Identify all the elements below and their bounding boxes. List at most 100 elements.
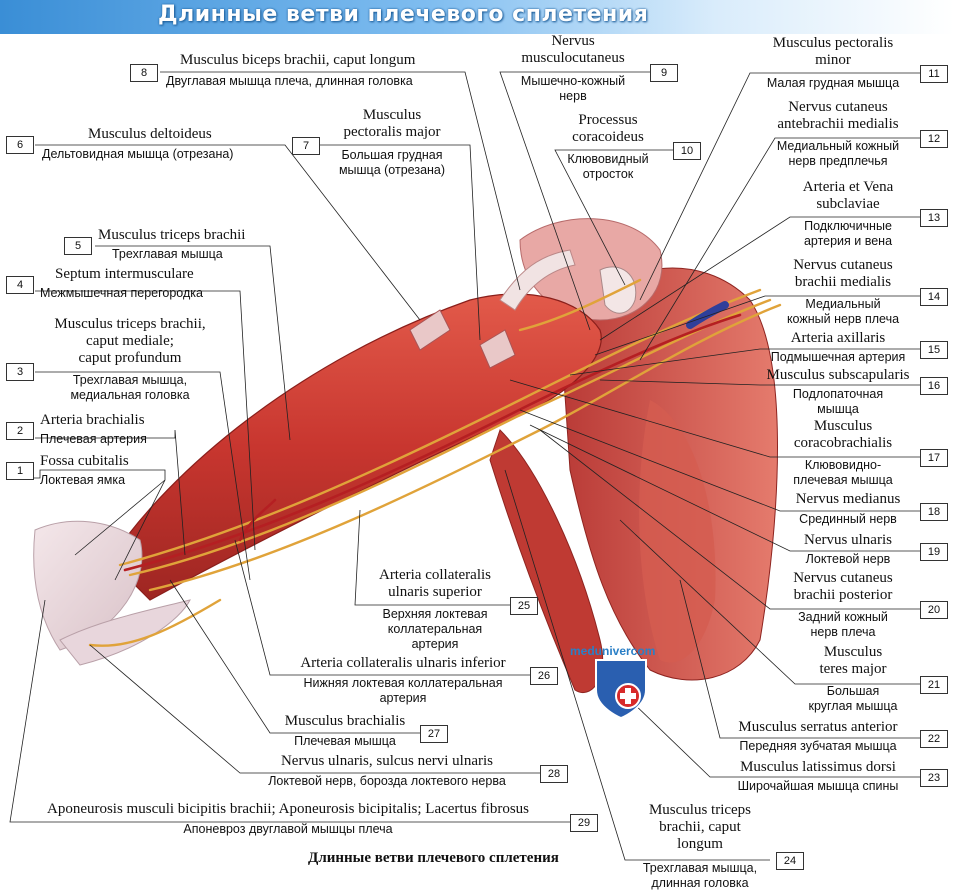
label-number: 5 <box>64 237 92 255</box>
label-number: 14 <box>920 288 948 306</box>
label-latin: Musculus triceps brachii, caput mediale;… <box>54 316 206 366</box>
label-number: 20 <box>920 601 948 619</box>
label-russian: Нижняя локтевая коллатеральная артерия <box>303 676 503 705</box>
pectoral-stump <box>479 329 516 369</box>
label-russian: Передняя зубчатая мышца <box>739 739 897 753</box>
elbow-aponeurosis <box>59 599 191 666</box>
label-latin: Septum intermusculare <box>55 266 194 282</box>
label-russian: Локтевой нерв <box>805 552 891 566</box>
label-russian: Дельтовидная мышца (отрезана) <box>42 147 234 161</box>
label-number: 29 <box>570 814 598 832</box>
label-russian: Малая грудная мышца <box>766 76 900 90</box>
label-latin: Nervus cutaneus brachii posterior <box>793 570 893 603</box>
label-number: 22 <box>920 730 948 748</box>
label-russian: Медиальный кожный нерв плеча <box>786 297 900 326</box>
label-number: 7 <box>292 137 320 155</box>
label-number: 13 <box>920 209 948 227</box>
label-number: 3 <box>6 363 34 381</box>
label-russian: Плечевая артерия <box>40 432 147 446</box>
label-latin: Musculus coracobrachialis <box>793 418 893 451</box>
serratus-anterior <box>639 400 716 663</box>
label-russian: Трехглавая мышца, медиальная головка <box>70 373 190 402</box>
label-russian: Медиальный кожный нерв предплечья <box>776 139 900 168</box>
label-latin: Arteria et Vena subclaviae <box>802 179 894 212</box>
deltoid-stump <box>409 309 451 351</box>
label-number: 26 <box>530 667 558 685</box>
label-number: 16 <box>920 377 948 395</box>
label-number: 11 <box>920 65 948 83</box>
arteries <box>123 313 742 572</box>
figure-caption: Длинные ветви плечевого сплетения <box>308 850 559 866</box>
label-latin: Musculus brachialis <box>284 713 406 729</box>
label-russian: Задний кожный нерв плеча <box>798 610 888 639</box>
label-russian: Клювовидно- плечевая мышца <box>793 458 893 487</box>
label-number: 19 <box>920 543 948 561</box>
label-latin: Musculus pectoralis minor <box>772 35 894 68</box>
label-number: 27 <box>420 725 448 743</box>
label-number: 10 <box>673 142 701 160</box>
label-number: 28 <box>540 765 568 783</box>
label-latin: Musculus teres major <box>819 644 887 677</box>
label-number: 15 <box>920 341 948 359</box>
forearm-fascia <box>33 520 143 651</box>
banner-title: Длинные ветви плечевого сплетения <box>158 2 649 27</box>
label-russian: Локтевой нерв, борозда локтевого нерва <box>268 774 506 788</box>
label-russian: Трехглавая мышца <box>112 247 223 261</box>
label-number: 6 <box>6 136 34 154</box>
title-banner: Длинные ветви плечевого сплетения <box>0 0 954 34</box>
label-number: 8 <box>130 64 158 82</box>
label-russian: Апоневроз двуглавой мышцы плеча <box>183 822 393 836</box>
label-latin: Nervus cutaneus antebrachii medialis <box>777 99 899 132</box>
label-number: 21 <box>920 676 948 694</box>
label-number: 9 <box>650 64 678 82</box>
leader-lines <box>9 71 920 861</box>
label-latin: Nervus medianus <box>795 491 901 507</box>
label-latin: Musculus latissimus dorsi <box>740 759 896 775</box>
label-russian: Клювовидный отросток <box>567 152 649 181</box>
site-logo <box>595 659 647 720</box>
label-latin: Musculus deltoideus <box>88 126 212 142</box>
label-russian: Двуглавая мышца плеча, длинная головка <box>166 74 413 88</box>
label-russian: Верхняя локтевая коллатеральная артерия <box>382 607 488 651</box>
label-latin: Nervus musculocutaneus <box>521 33 625 66</box>
label-latin: Arteria axillaris <box>790 330 886 346</box>
label-number: 25 <box>510 597 538 615</box>
label-latin: Musculus subscapularis <box>766 367 910 383</box>
label-number: 18 <box>920 503 948 521</box>
label-russian: Подлопаточная мышца <box>792 387 884 416</box>
label-latin: Musculus pectoralis major <box>343 107 441 140</box>
label-latin: Musculus biceps brachii, caput longum <box>180 52 416 68</box>
label-number: 17 <box>920 449 948 467</box>
label-russian: Мышечно-кожный нерв <box>520 74 626 103</box>
label-number: 12 <box>920 130 948 148</box>
label-latin: Arteria collateralis ulnaris superior <box>378 567 492 600</box>
label-russian: Межмышечная перегородка <box>40 286 203 300</box>
label-latin: Nervus ulnaris <box>804 532 892 548</box>
label-russian: Подмышечная артерия <box>770 350 906 364</box>
label-number: 24 <box>776 852 804 870</box>
label-latin: Processus coracoideus <box>572 112 644 145</box>
label-latin: Nervus ulnaris, sulcus nervi ulnaris <box>280 753 494 769</box>
label-russian: Трехглавая мышца, длинная головка <box>642 861 758 890</box>
label-latin: Aponeurosis musculi bicipitis brachii; A… <box>46 801 529 817</box>
subclavian-vein <box>686 301 729 329</box>
label-russian: Широчайшая мышца спины <box>737 779 899 793</box>
label-number: 2 <box>6 422 34 440</box>
label-number: 1 <box>6 462 34 480</box>
label-russian: Большая грудная мышца (отрезана) <box>338 148 446 177</box>
label-latin: Nervus cutaneus brachii medialis <box>793 257 893 290</box>
label-number: 23 <box>920 769 948 787</box>
label-russian: Большая круглая мышца <box>808 684 898 713</box>
label-russian: Плечевая мышца <box>294 734 396 748</box>
label-latin: Arteria collateralis ulnaris inferior <box>300 655 506 671</box>
label-latin: Musculus serratus anterior <box>738 719 898 735</box>
label-latin: Musculus triceps brachii <box>98 227 246 243</box>
biceps-tendon <box>499 249 576 311</box>
label-russian: Срединный нерв <box>799 512 897 526</box>
label-latin: Arteria brachialis <box>40 412 145 428</box>
watermark-text: medunivercom <box>570 644 656 658</box>
label-number: 4 <box>6 276 34 294</box>
label-latin: Musculus triceps brachii, caput longum <box>648 802 752 852</box>
